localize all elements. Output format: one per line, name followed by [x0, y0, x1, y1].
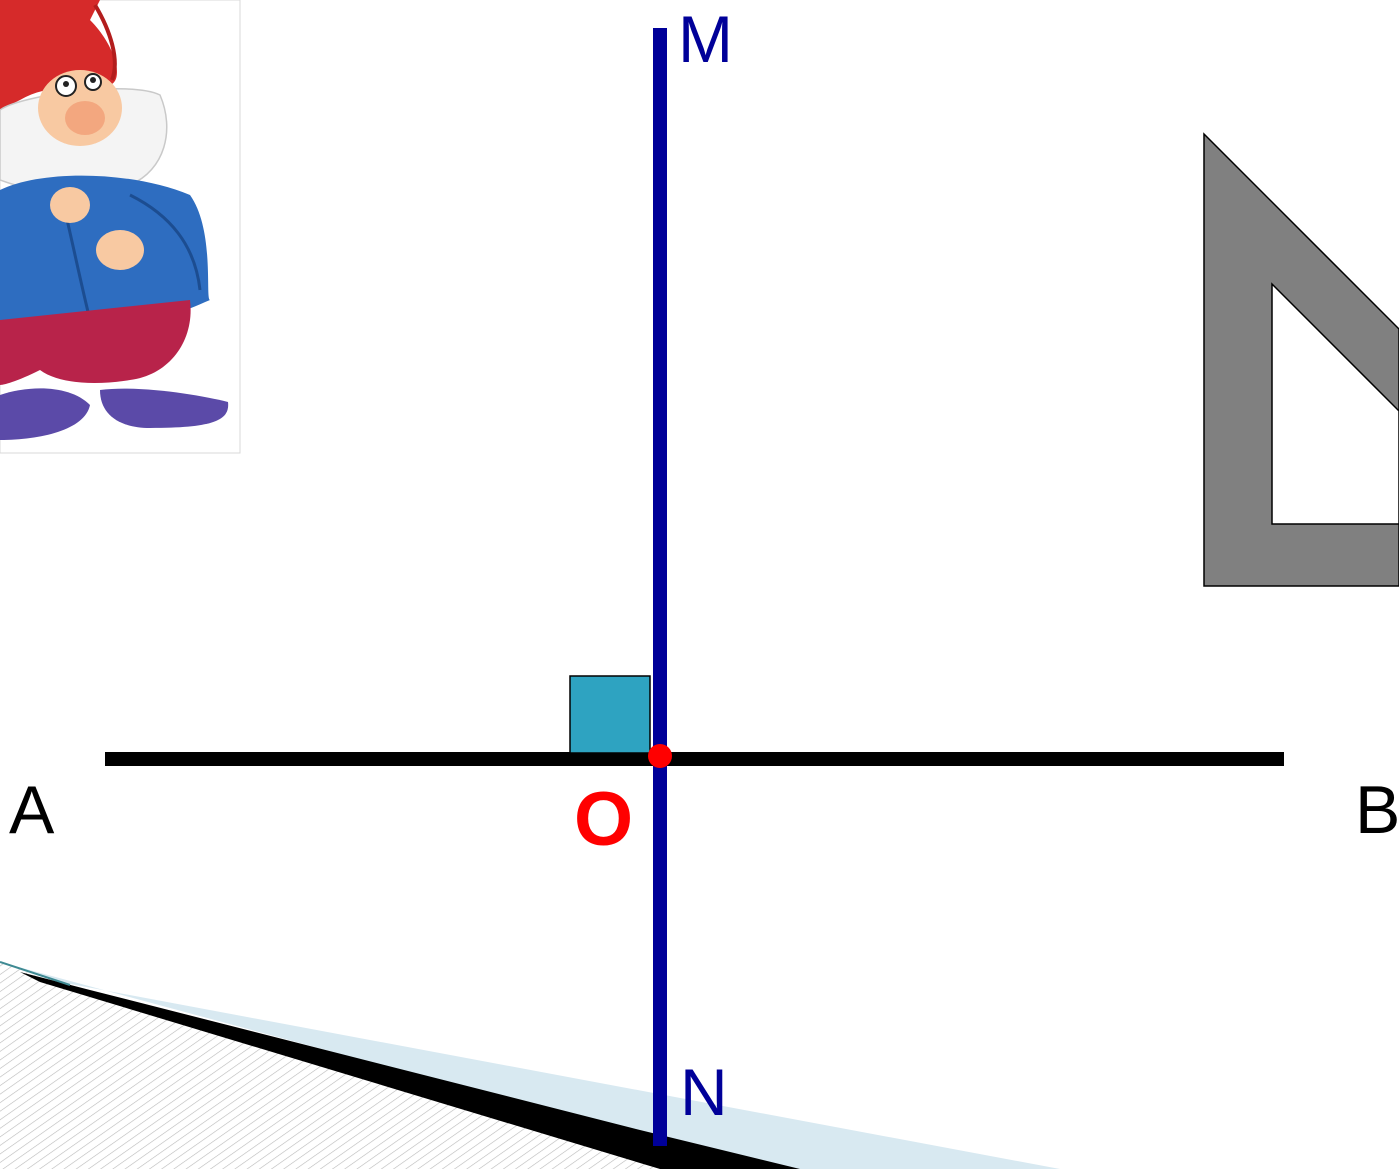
label-m: M — [678, 2, 733, 76]
gnome-illustration — [0, 0, 241, 454]
label-b: B — [1355, 772, 1399, 848]
right-angle-marker — [569, 675, 651, 754]
slide-decoration — [0, 961, 1060, 1169]
label-o: O — [574, 777, 633, 862]
label-a: A — [9, 772, 55, 848]
teal-edge — [0, 961, 71, 986]
label-n: N — [680, 1055, 728, 1129]
triangle-ruler-icon — [1203, 132, 1399, 587]
hatched-corner — [0, 962, 660, 1169]
point-o — [648, 744, 672, 768]
